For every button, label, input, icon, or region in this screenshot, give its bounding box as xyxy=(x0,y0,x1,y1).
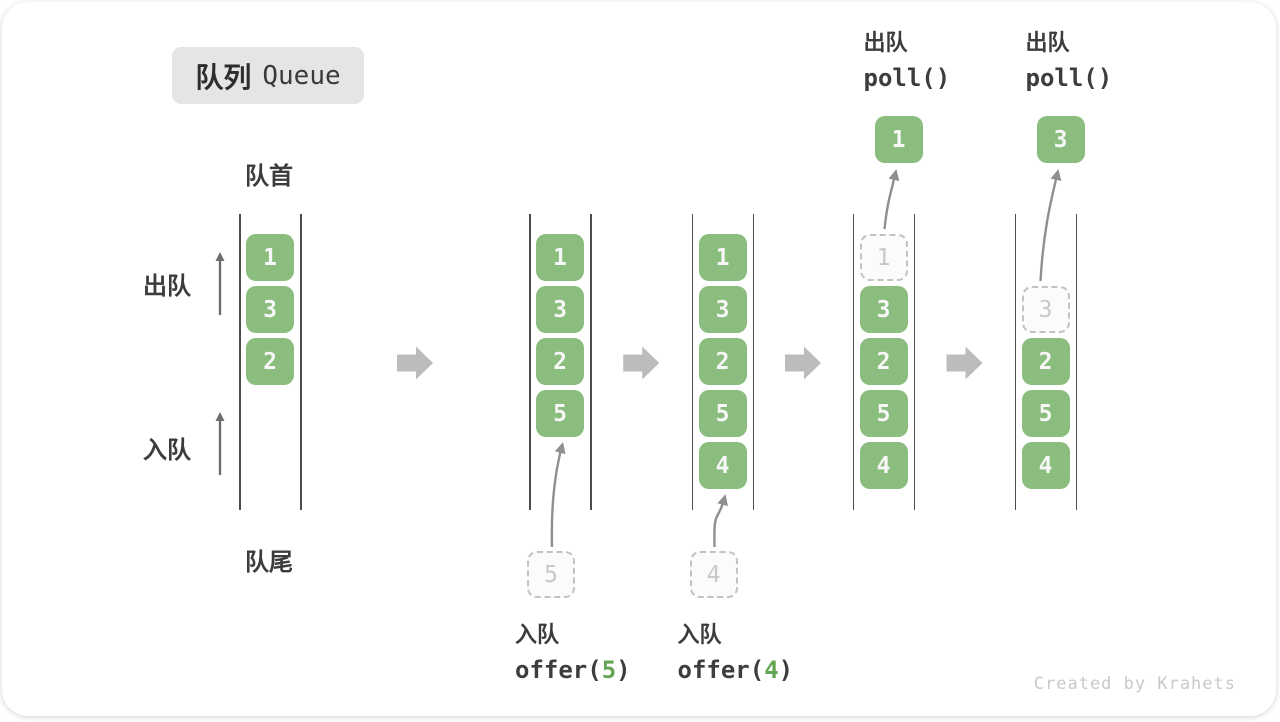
queue-slot-dashed: 3 xyxy=(1021,286,1070,333)
enqueue-value-box: 5 xyxy=(527,551,575,598)
queue-slot: 2 xyxy=(536,338,584,385)
dequeue-value-box: 3 xyxy=(1036,116,1085,163)
state-transition-arrow-icon xyxy=(946,346,983,380)
queue-wall-right xyxy=(300,214,302,510)
queue-wall-right xyxy=(913,214,915,510)
state-transition-arrow-icon xyxy=(785,346,821,380)
queue-slot: 4 xyxy=(859,442,908,489)
enqueue-caption-code: offer(5) xyxy=(515,656,631,684)
queue-slot: 2 xyxy=(1021,338,1070,385)
dequeue-caption-zh: 出队 xyxy=(1025,30,1070,55)
queue-wall-left xyxy=(852,214,854,510)
queue-slot: 1 xyxy=(246,234,294,281)
enqueue-value-box: 4 xyxy=(689,551,738,598)
queue-slot: 1 xyxy=(698,234,747,281)
dequeue-caption-code: poll() xyxy=(1025,64,1113,92)
watermark: Created by Krahets xyxy=(1033,674,1236,694)
queue-slot: 2 xyxy=(698,338,747,385)
title-en: Queue xyxy=(262,60,341,91)
label-queue-front: 队首 xyxy=(245,163,293,190)
enqueue-caption: 入队 offer(4) xyxy=(678,618,794,688)
enqueue-arrow xyxy=(713,494,728,548)
dequeue-caption: 出队 poll() xyxy=(1026,26,1113,96)
state-transition-arrow-icon xyxy=(623,346,660,380)
dequeue-caption: 出队 poll() xyxy=(864,26,951,96)
queue-slot: 4 xyxy=(1021,442,1070,489)
enqueue-caption-zh: 入队 xyxy=(677,622,722,647)
queue-slot: 2 xyxy=(246,338,294,385)
queue-slot: 3 xyxy=(698,286,747,333)
title-badge: 队列 Queue xyxy=(172,47,364,104)
queue-wall-left xyxy=(529,214,531,510)
queue-slot: 5 xyxy=(859,390,908,437)
state-transition-arrow-icon xyxy=(397,346,433,380)
label-queue-rear: 队尾 xyxy=(245,549,293,576)
label-dequeue: 出队 xyxy=(143,273,191,300)
queue-slot: 5 xyxy=(1021,390,1070,437)
queue-wall-right xyxy=(590,214,592,510)
queue-wall-left xyxy=(1014,214,1016,510)
label-enqueue: 入队 xyxy=(143,437,191,464)
dequeue-caption-zh: 出队 xyxy=(863,30,908,55)
queue-slot-dashed: 1 xyxy=(859,234,908,281)
queue-slot: 3 xyxy=(246,286,294,333)
dequeue-arrow xyxy=(883,169,900,230)
queue-slot: 5 xyxy=(536,390,584,437)
queue-slot: 3 xyxy=(536,286,584,333)
enqueue-caption-code: offer(4) xyxy=(677,656,794,684)
enqueue-caption-zh: 入队 xyxy=(515,622,560,647)
queue-wall-left xyxy=(239,214,241,510)
enqueue-caption: 入队 offer(5) xyxy=(515,618,631,688)
queue-slot: 2 xyxy=(859,338,908,385)
dequeue-arrow xyxy=(1039,169,1062,282)
dequeue-value-box: 1 xyxy=(874,116,923,163)
dequeue-caption-code: poll() xyxy=(863,64,951,92)
queue-slot: 4 xyxy=(698,442,747,489)
queue-wall-left xyxy=(691,214,693,510)
queue-slot: 3 xyxy=(859,286,908,333)
queue-wall-right xyxy=(752,214,754,510)
queue-wall-right xyxy=(1075,214,1077,510)
enqueue-arrow xyxy=(550,442,566,548)
title-zh: 队列 xyxy=(195,61,252,93)
queue-slot: 1 xyxy=(536,234,584,281)
queue-slot: 5 xyxy=(698,390,747,437)
